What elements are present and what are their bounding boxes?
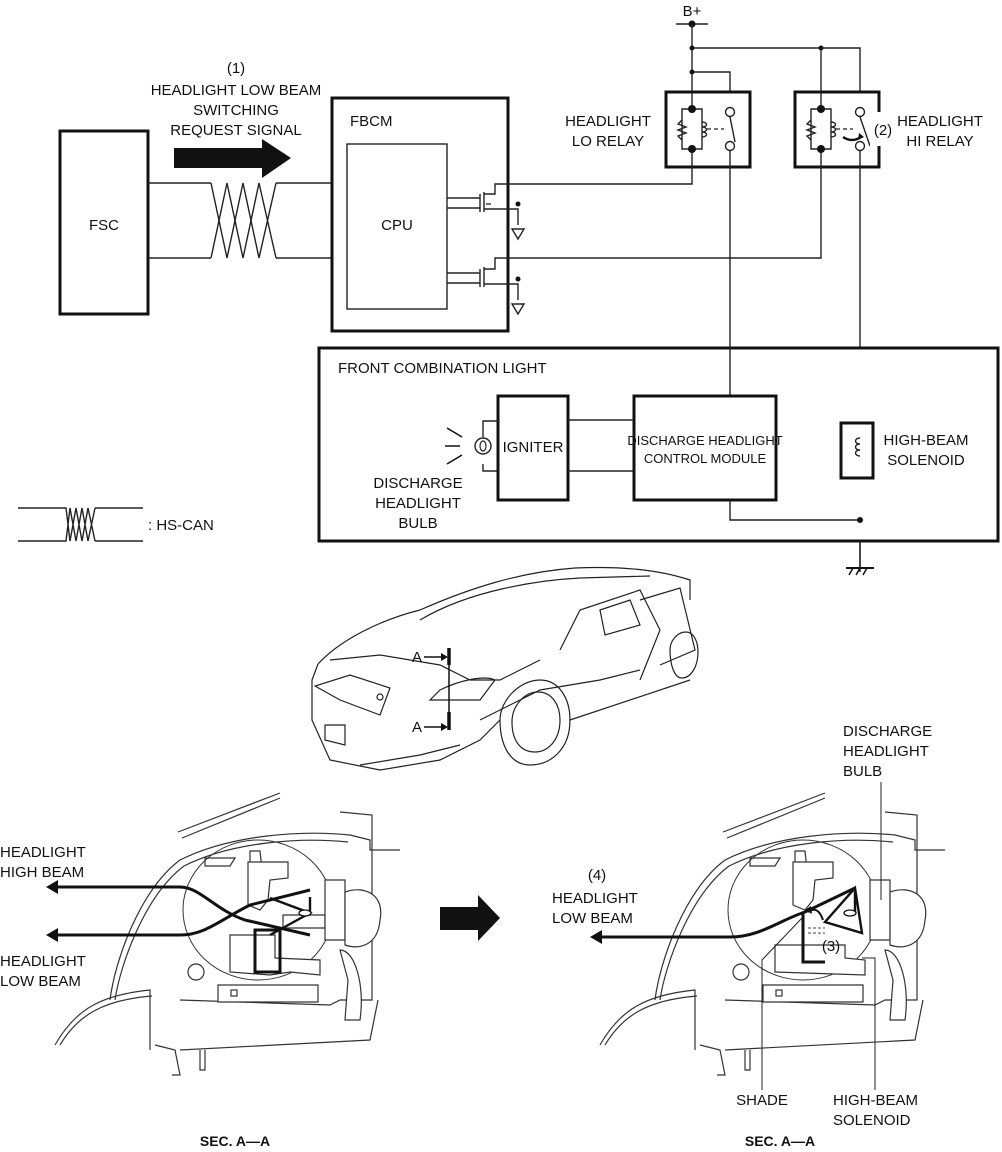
control-module-label-1: DISCHARGE HEADLIGHT (627, 433, 782, 448)
headlight-lo-relay (580, 90, 752, 340)
right-low-beam-arrow-icon (590, 930, 602, 944)
lo-relay-label-1: HEADLIGHT (565, 113, 651, 130)
signal-label: (1) HEADLIGHT LOW BEAM SWITCHING REQUEST… (151, 60, 322, 139)
right-bulb-label-1: DISCHARGE (843, 723, 932, 740)
right-low-beam-step: (4) (588, 867, 606, 884)
hs-can-legend-icon (18, 507, 143, 542)
headlight-section-right (590, 782, 945, 1090)
fsc-label: FSC (89, 217, 119, 234)
right-solenoid-label-1: HIGH-BEAM (833, 1092, 918, 1109)
hi-relay-label-2: HI RELAY (906, 133, 973, 150)
control-module-box (632, 394, 778, 502)
right-bulb-label-2: HEADLIGHT (843, 743, 929, 760)
hs-can-bus (148, 182, 372, 259)
bulb-label-1: DISCHARGE (373, 475, 462, 492)
section-marker-top: A (412, 649, 422, 666)
left-low-beam-label-1: HEADLIGHT (0, 953, 86, 970)
transistor-lo-icon (447, 183, 580, 241)
section-line-marker (424, 648, 451, 731)
discharge-bulb-icon (445, 420, 498, 472)
left-high-beam-label-1: HEADLIGHT (0, 844, 86, 861)
igniter-box (496, 394, 570, 502)
right-low-beam-label-1: HEADLIGHT (552, 890, 638, 907)
right-bulb-label-3: BULB (843, 763, 882, 780)
right-low-beam-path (602, 886, 856, 939)
ground-icon (846, 541, 874, 576)
signal-direction-arrow-icon (174, 139, 291, 178)
bulb-label-3: BULB (398, 515, 437, 532)
high-beam-path (58, 885, 311, 937)
right-solenoid-label-2: SOLENOID (833, 1112, 911, 1129)
right-low-beam-label-2: LOW BEAM (552, 910, 633, 927)
lo-relay-label-2: LO RELAY (572, 133, 644, 150)
shade-label: SHADE (736, 1092, 788, 1109)
left-low-beam-label-2: LOW BEAM (0, 973, 81, 990)
igniter-label: IGNITER (503, 439, 564, 456)
high-beam-arrow-icon (46, 880, 58, 894)
cpu-label: CPU (381, 217, 413, 234)
solenoid-label-2: SOLENOID (887, 452, 965, 469)
battery-positive-label: B+ (683, 3, 702, 20)
left-high-beam-label-2: HIGH BEAM (0, 864, 84, 881)
signal-line-3: REQUEST SIGNAL (170, 122, 301, 139)
hi-relay-step-label: (2) (874, 122, 892, 139)
right-section-caption: SEC. A—A (745, 1133, 815, 1149)
solenoid-step-label: (3) (822, 938, 840, 955)
fbcm-label: FBCM (350, 113, 393, 130)
transistor-hi-icon (447, 257, 580, 316)
low-beam-path (58, 888, 311, 937)
hi-relay-label-1: HEADLIGHT (897, 113, 983, 130)
cpu-box (346, 143, 448, 310)
signal-line-1: HEADLIGHT LOW BEAM (151, 82, 322, 99)
fsc-box (58, 129, 150, 316)
power-wiring (689, 24, 861, 92)
front-combination-light-label: FRONT COMBINATION LIGHT (338, 360, 547, 377)
vehicle-illustration (311, 566, 699, 771)
headlight-hi-relay (580, 90, 881, 572)
hs-can-legend-label: : HS-CAN (148, 517, 214, 534)
solenoid-label-1: HIGH-BEAM (883, 432, 968, 449)
signal-line-2: SWITCHING (193, 102, 279, 119)
headlight-section-left (46, 792, 400, 1076)
signal-number: (1) (227, 60, 245, 77)
control-module-label-2: CONTROL MODULE (644, 451, 767, 466)
transition-arrow-icon (440, 895, 500, 941)
left-section-caption: SEC. A—A (200, 1133, 270, 1149)
low-beam-arrow-icon (46, 928, 58, 942)
bulb-label-2: HEADLIGHT (375, 495, 461, 512)
section-marker-bottom: A (412, 719, 422, 736)
